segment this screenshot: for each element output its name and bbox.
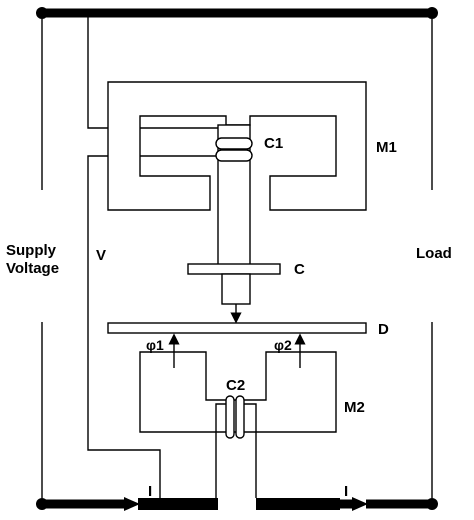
c1-coil bbox=[215, 137, 253, 162]
phi1-label: φ1 bbox=[146, 337, 164, 353]
supply-label-line2: Voltage bbox=[6, 260, 59, 277]
m1-label: M1 bbox=[376, 139, 397, 156]
d-disc bbox=[107, 322, 367, 334]
load-label: Load bbox=[416, 245, 452, 262]
m2-label: M2 bbox=[344, 399, 365, 416]
c1-label: C1 bbox=[264, 135, 283, 152]
bottom-bus-left bbox=[36, 497, 218, 511]
bottom-bus-right bbox=[256, 497, 438, 511]
c-lower-limb bbox=[221, 273, 251, 305]
v-label: V bbox=[96, 247, 106, 264]
c2-label: C2 bbox=[226, 377, 245, 394]
m2-magnet bbox=[139, 351, 337, 433]
top-bus-bar bbox=[36, 7, 438, 19]
c-label: C bbox=[294, 261, 305, 278]
current-wire bbox=[215, 403, 257, 498]
d-label: D bbox=[378, 321, 389, 338]
current-label-right: I bbox=[344, 483, 348, 500]
phi2-label: φ2 bbox=[274, 337, 292, 353]
current-label-left: I bbox=[148, 483, 152, 500]
c-shading-plate bbox=[187, 263, 281, 275]
supply-label-line1: Supply bbox=[6, 242, 57, 259]
c2-coil bbox=[225, 395, 245, 439]
